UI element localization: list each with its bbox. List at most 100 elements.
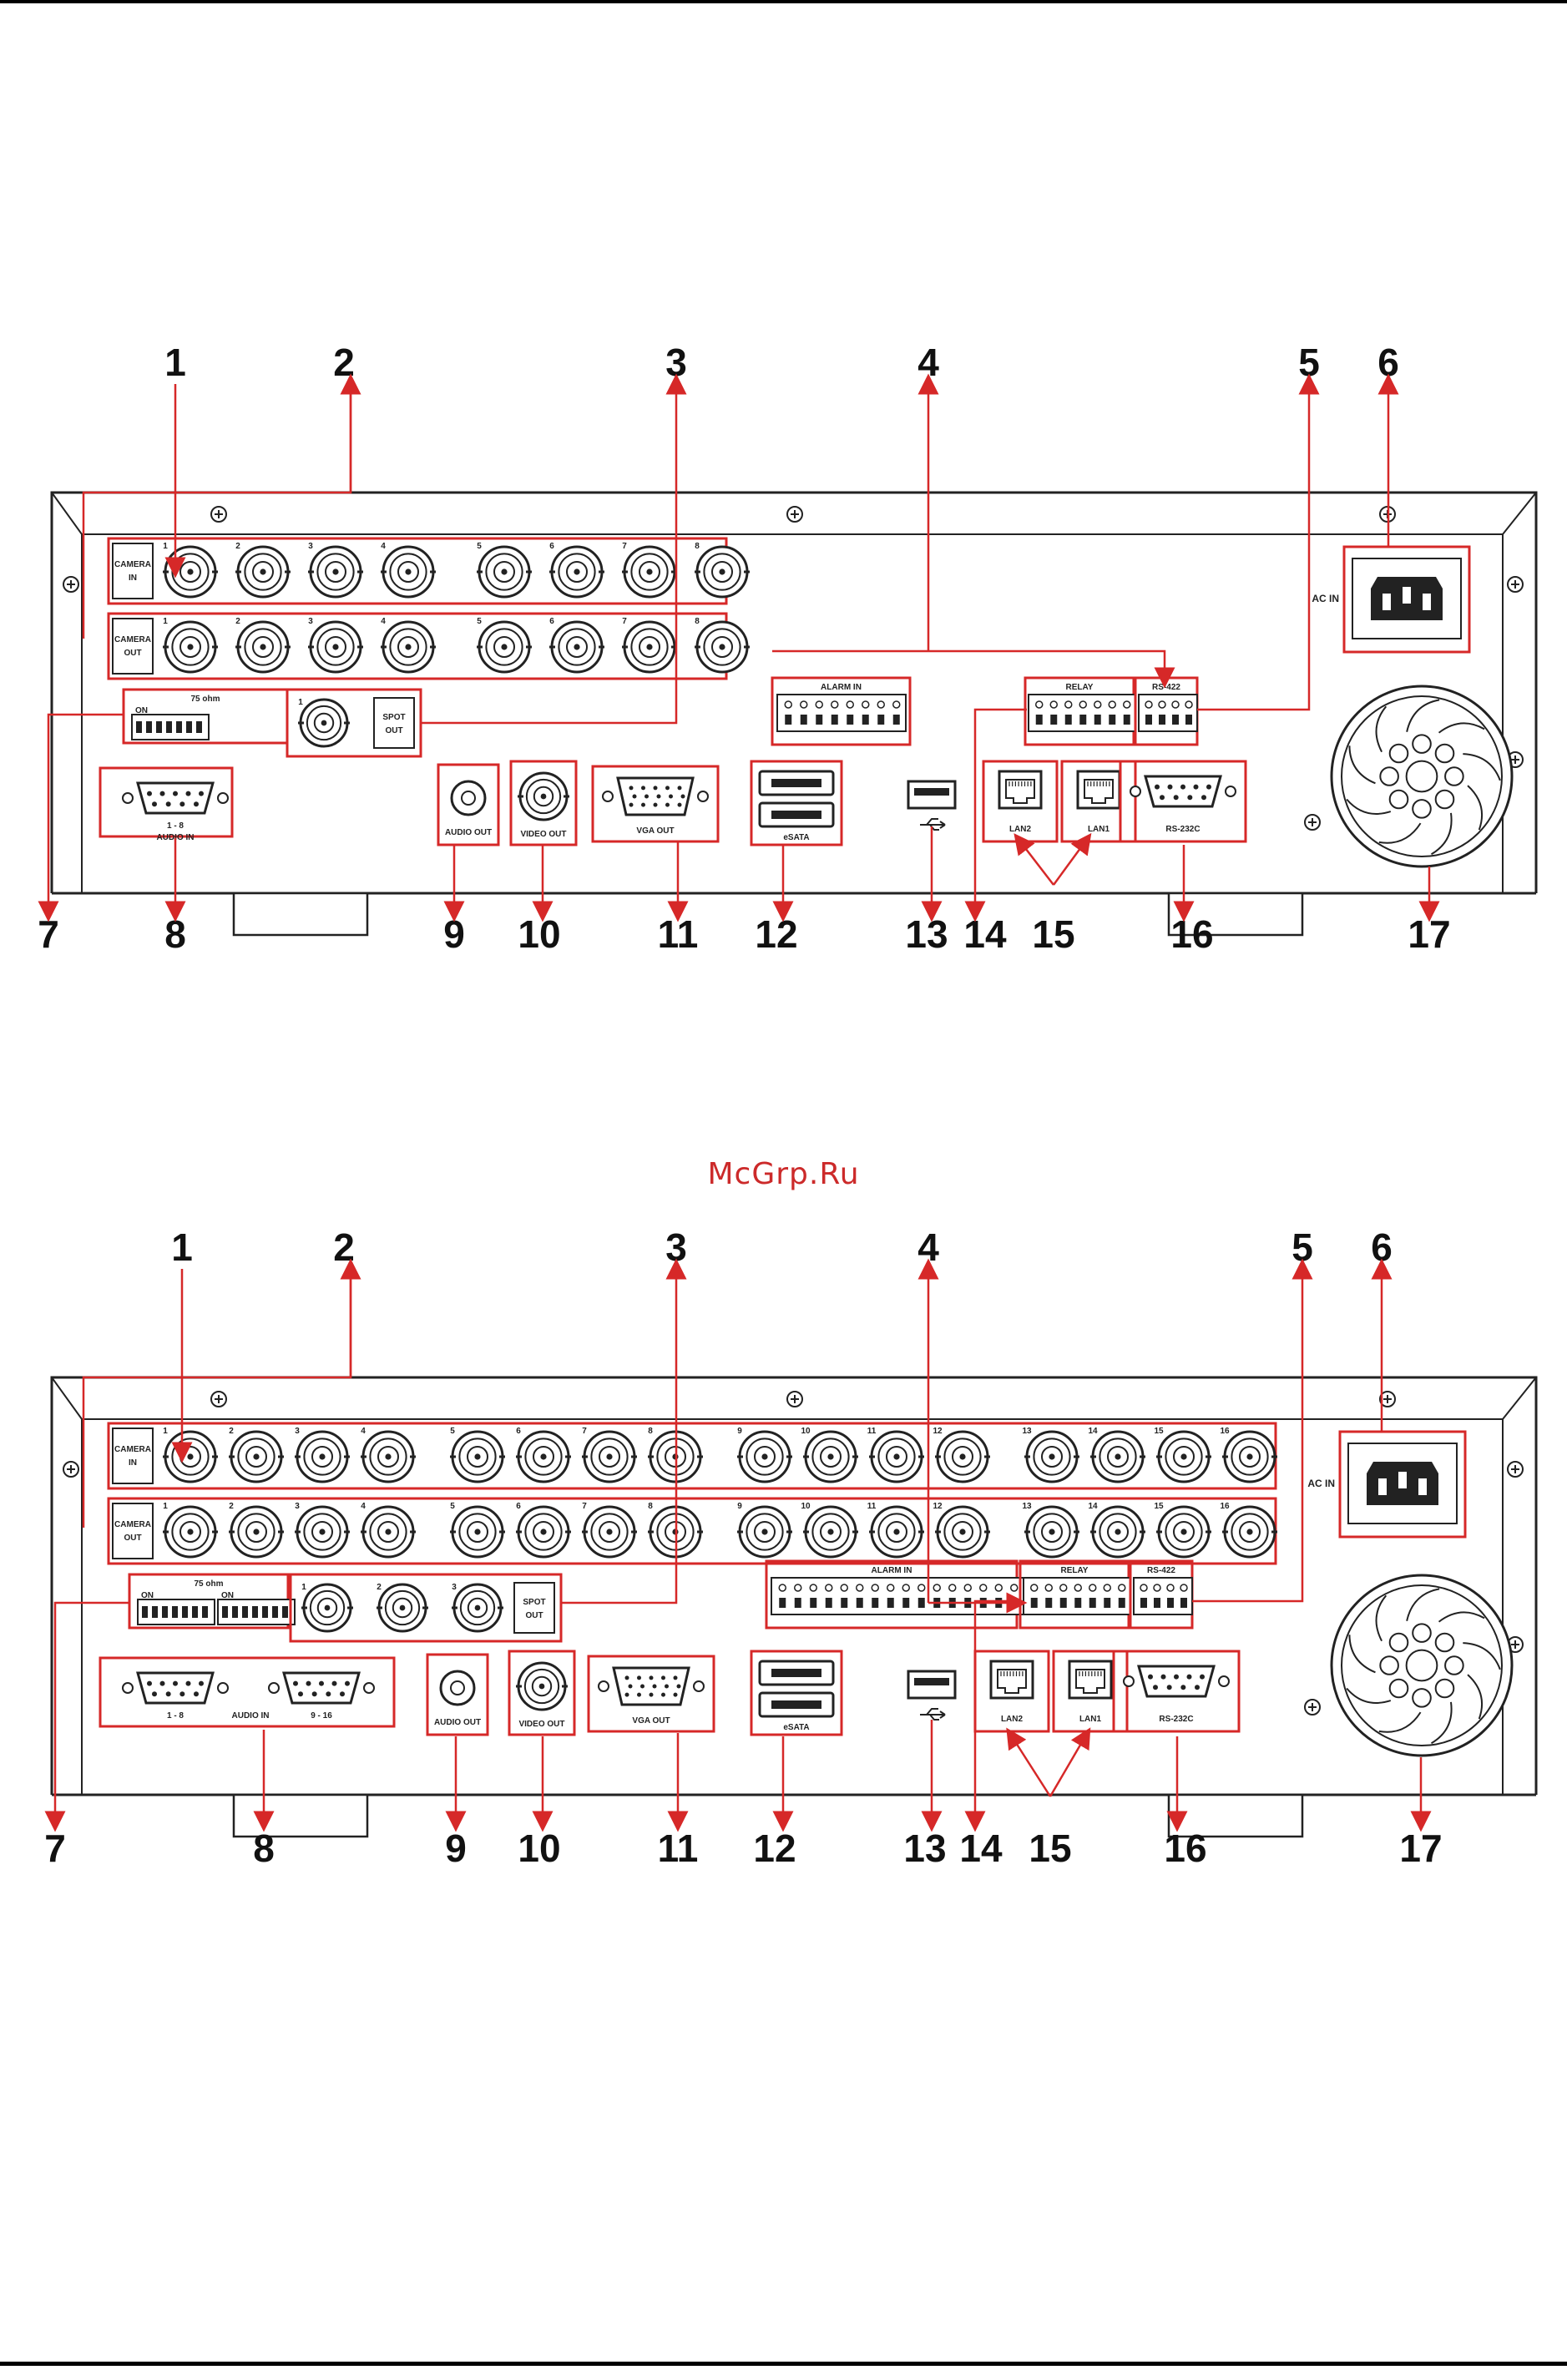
bnc-pin — [385, 1529, 392, 1535]
db9-pin — [1155, 784, 1160, 790]
power-pin — [1418, 1478, 1427, 1495]
fan-blade — [1438, 1611, 1485, 1623]
db9-pin — [179, 1691, 185, 1697]
bnc-connector-icon — [695, 620, 750, 674]
vga-pin — [629, 786, 634, 791]
callout-number-13: 13 — [903, 1827, 946, 1870]
bnc-pin — [646, 644, 653, 650]
terminal-slot — [902, 1598, 910, 1608]
esata-port-icon — [758, 1691, 835, 1718]
db9-pin — [152, 801, 157, 807]
esata-port-icon — [758, 801, 835, 828]
screw-icon — [210, 506, 227, 523]
db9-pin — [173, 791, 178, 796]
bnc-connector-icon — [381, 620, 436, 674]
terminal-slot — [800, 715, 807, 725]
terminal-screw — [963, 1584, 972, 1592]
fan-blade — [1406, 1588, 1440, 1621]
terminal-screw — [840, 1584, 848, 1592]
terminal-slot — [1172, 715, 1179, 725]
dip-toggle — [176, 721, 182, 733]
terminal-body — [771, 1577, 1024, 1615]
terminal-slot — [1094, 715, 1101, 725]
vga-pin — [641, 786, 645, 791]
relay-label: RELAY — [1061, 1566, 1089, 1575]
dip-toggle — [146, 721, 152, 733]
terminal-screw — [994, 1584, 1003, 1592]
bnc-connector-icon — [1024, 1430, 1079, 1483]
fan-blade — [1375, 705, 1388, 753]
bnc-pin — [501, 568, 508, 575]
terminal-block — [771, 1577, 1024, 1615]
terminal-screw — [1064, 700, 1073, 709]
camera-label-box — [112, 543, 154, 599]
channel-number: 2 — [229, 1502, 234, 1511]
spot-out-box — [286, 688, 422, 758]
db9-pin — [165, 801, 171, 807]
spot-label-box — [513, 1582, 555, 1634]
bnc-pin — [1246, 1529, 1253, 1535]
channel-number: 8 — [648, 1502, 653, 1511]
terminal-slot — [1145, 715, 1152, 725]
callout-leader-3 — [422, 373, 687, 725]
channel-number: 6 — [516, 1502, 521, 1511]
terminal-screw — [1118, 1584, 1126, 1592]
video-out-label: VIDEO OUT — [520, 830, 566, 839]
bnc-pin — [893, 1453, 900, 1460]
bnc-pin — [538, 1683, 545, 1690]
channel-number: 3 — [295, 1427, 300, 1436]
dip-body — [137, 1599, 215, 1625]
db9-pin — [311, 1691, 317, 1697]
terminal-slot — [1123, 715, 1130, 725]
callout-number-8: 8 — [164, 912, 186, 956]
bnc-connector-icon — [1024, 1505, 1079, 1559]
db9-pin — [1166, 1685, 1172, 1690]
bnc-connector-icon — [516, 1505, 571, 1559]
fan-blade — [1430, 1701, 1453, 1745]
terminal-screw — [1059, 1584, 1068, 1592]
bnc-connector-icon — [298, 698, 350, 748]
terminal-screw — [933, 1584, 941, 1592]
bnc-connector-icon — [935, 1505, 990, 1559]
db9-shell — [282, 1671, 361, 1705]
vga-pin — [649, 1692, 654, 1697]
channel-number: 7 — [582, 1427, 587, 1436]
channel-number: 8 — [695, 617, 700, 626]
db9-pin — [1195, 1685, 1200, 1690]
terminal-slot — [917, 1598, 925, 1608]
channel-number: 13 — [1022, 1502, 1032, 1511]
terminal-screw — [1158, 700, 1166, 709]
bnc-connector-icon — [803, 1430, 858, 1483]
power-pin — [1403, 587, 1411, 604]
db9-pin — [340, 1691, 345, 1697]
vga-pin — [637, 1675, 641, 1680]
fan-blade — [1438, 722, 1485, 734]
bnc-connector-icon — [549, 545, 604, 599]
screw-icon — [786, 1391, 803, 1407]
spot-number: 3 — [452, 1583, 457, 1592]
bnc-connector-icon — [163, 1505, 218, 1559]
fan-blade — [1406, 699, 1440, 732]
terminal-body — [1028, 694, 1137, 732]
fan-hole — [1434, 743, 1455, 764]
bnc-pin — [1180, 1453, 1187, 1460]
terminal-screw — [877, 700, 885, 709]
terminal-screw — [1044, 1584, 1053, 1592]
terminal-slot — [816, 715, 823, 725]
db9-pin — [199, 791, 204, 796]
db9-pin — [1148, 1674, 1153, 1680]
vga-pin — [677, 802, 682, 807]
terminal-slot — [872, 1598, 879, 1608]
db9-pin — [1206, 784, 1211, 790]
terminal-screw — [1089, 1584, 1097, 1592]
terminal-screw — [1123, 700, 1131, 709]
audio-out-box — [437, 763, 500, 846]
vga-pin — [669, 794, 673, 799]
vga-pin — [624, 1692, 629, 1697]
screw-icon — [210, 1391, 227, 1407]
db9-pin — [319, 1680, 324, 1686]
terminal-slot — [1074, 1598, 1082, 1608]
fan-hole — [1388, 1632, 1409, 1653]
vga-out-label: VGA OUT — [636, 826, 674, 836]
